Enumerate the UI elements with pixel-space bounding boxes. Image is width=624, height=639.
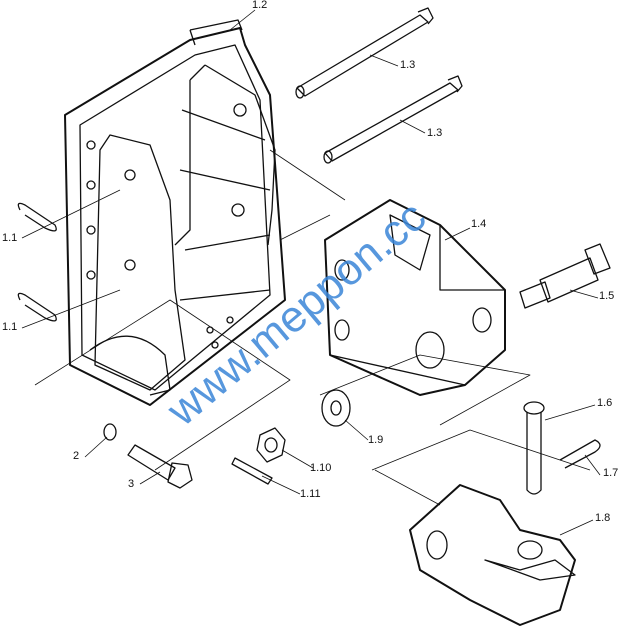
label-1-4: 1.4 <box>471 218 487 230</box>
leader-lines <box>21 9 601 536</box>
label-1-10: 1.10 <box>310 462 332 474</box>
washer-part-1-9 <box>321 389 351 427</box>
label-1-7: 1.7 <box>603 467 619 479</box>
label-1-11: 1.11 <box>300 488 321 500</box>
label-1-1: 1.1 <box>2 232 18 244</box>
ground-plane-lines <box>34 299 291 471</box>
cotter-pin-part-1-11 <box>231 457 273 485</box>
bolt-part-1-5 <box>519 243 611 309</box>
label-1-5: 1.5 <box>599 290 615 302</box>
clip-part-1-7 <box>559 439 601 469</box>
label-1-3: 1.3 <box>400 59 416 71</box>
bracket-part-1-4 <box>324 199 506 396</box>
pin-part-1-3 <box>295 7 463 164</box>
clip-part-1-1 <box>17 202 57 232</box>
pin-part-1-6 <box>523 401 545 495</box>
castle-nut-part-1-10 <box>256 427 286 463</box>
label-1-2: 1.2 <box>252 0 268 11</box>
label-1-6: 1.6 <box>597 397 613 409</box>
washer-part-2 <box>103 423 117 441</box>
label-1-9: 1.9 <box>368 434 384 446</box>
hitch-part-1-8 <box>409 484 576 626</box>
label-1-3: 1.3 <box>427 127 443 139</box>
bolt-part-3 <box>127 444 193 489</box>
label-1-8: 1.8 <box>595 512 611 524</box>
label-3: 3 <box>128 478 135 490</box>
label-1-1: 1.1 <box>2 321 18 333</box>
label-2: 2 <box>73 450 80 462</box>
